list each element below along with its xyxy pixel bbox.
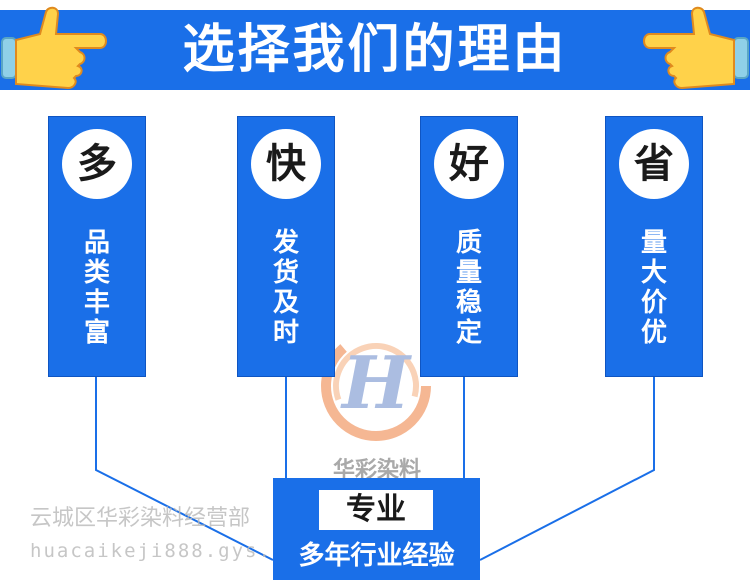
card-sheng: 省 量 大 价 优 xyxy=(605,116,703,377)
card-description: 品 类 丰 富 xyxy=(48,228,146,348)
desc-char: 量 xyxy=(455,258,482,288)
desc-char: 时 xyxy=(272,318,299,348)
card-key: 快 xyxy=(251,129,321,199)
desc-char: 类 xyxy=(83,258,110,288)
card-description: 质 量 稳 定 xyxy=(420,228,518,348)
desc-char: 大 xyxy=(640,258,667,288)
watermark-url: huacaikeji888.gys.cn xyxy=(30,540,299,562)
desc-char: 发 xyxy=(272,228,299,258)
header-banner: 选择我们的理由 xyxy=(0,0,750,94)
company-logo: H xyxy=(318,326,438,476)
card-description: 发 货 及 时 xyxy=(237,228,335,348)
desc-char: 货 xyxy=(272,258,299,288)
card-kuai: 快 发 货 及 时 xyxy=(237,116,335,377)
desc-char: 丰 xyxy=(83,288,110,318)
desc-char: 优 xyxy=(640,318,667,348)
desc-char: 品 xyxy=(83,228,110,258)
pointing-hand-right-icon xyxy=(1,6,107,90)
desc-char: 量 xyxy=(640,228,667,258)
pointing-hand-left-icon xyxy=(643,6,749,90)
summary-title: 专业 xyxy=(319,490,433,530)
card-key: 多 xyxy=(62,129,132,199)
watermark-company: 云城区华彩染料经营部 xyxy=(30,506,251,531)
desc-char: 富 xyxy=(83,318,110,348)
logo-letter: H xyxy=(340,340,412,425)
card-key: 省 xyxy=(619,129,689,199)
summary-subtitle: 多年行业经验 xyxy=(298,541,455,571)
card-description: 量 大 价 优 xyxy=(605,228,703,348)
card-hao: 好 质 量 稳 定 xyxy=(420,116,518,377)
desc-char: 稳 xyxy=(455,288,482,318)
card-duo: 多 品 类 丰 富 xyxy=(48,116,146,377)
desc-char: 质 xyxy=(455,228,482,258)
card-key: 好 xyxy=(434,129,504,199)
banner-title: 选择我们的理由 xyxy=(182,19,568,80)
desc-char: 定 xyxy=(455,318,482,348)
desc-char: 及 xyxy=(272,288,299,318)
desc-char: 价 xyxy=(640,288,667,318)
banner-bar xyxy=(0,10,750,90)
summary-box: 专业 多年行业经验 xyxy=(273,478,480,580)
